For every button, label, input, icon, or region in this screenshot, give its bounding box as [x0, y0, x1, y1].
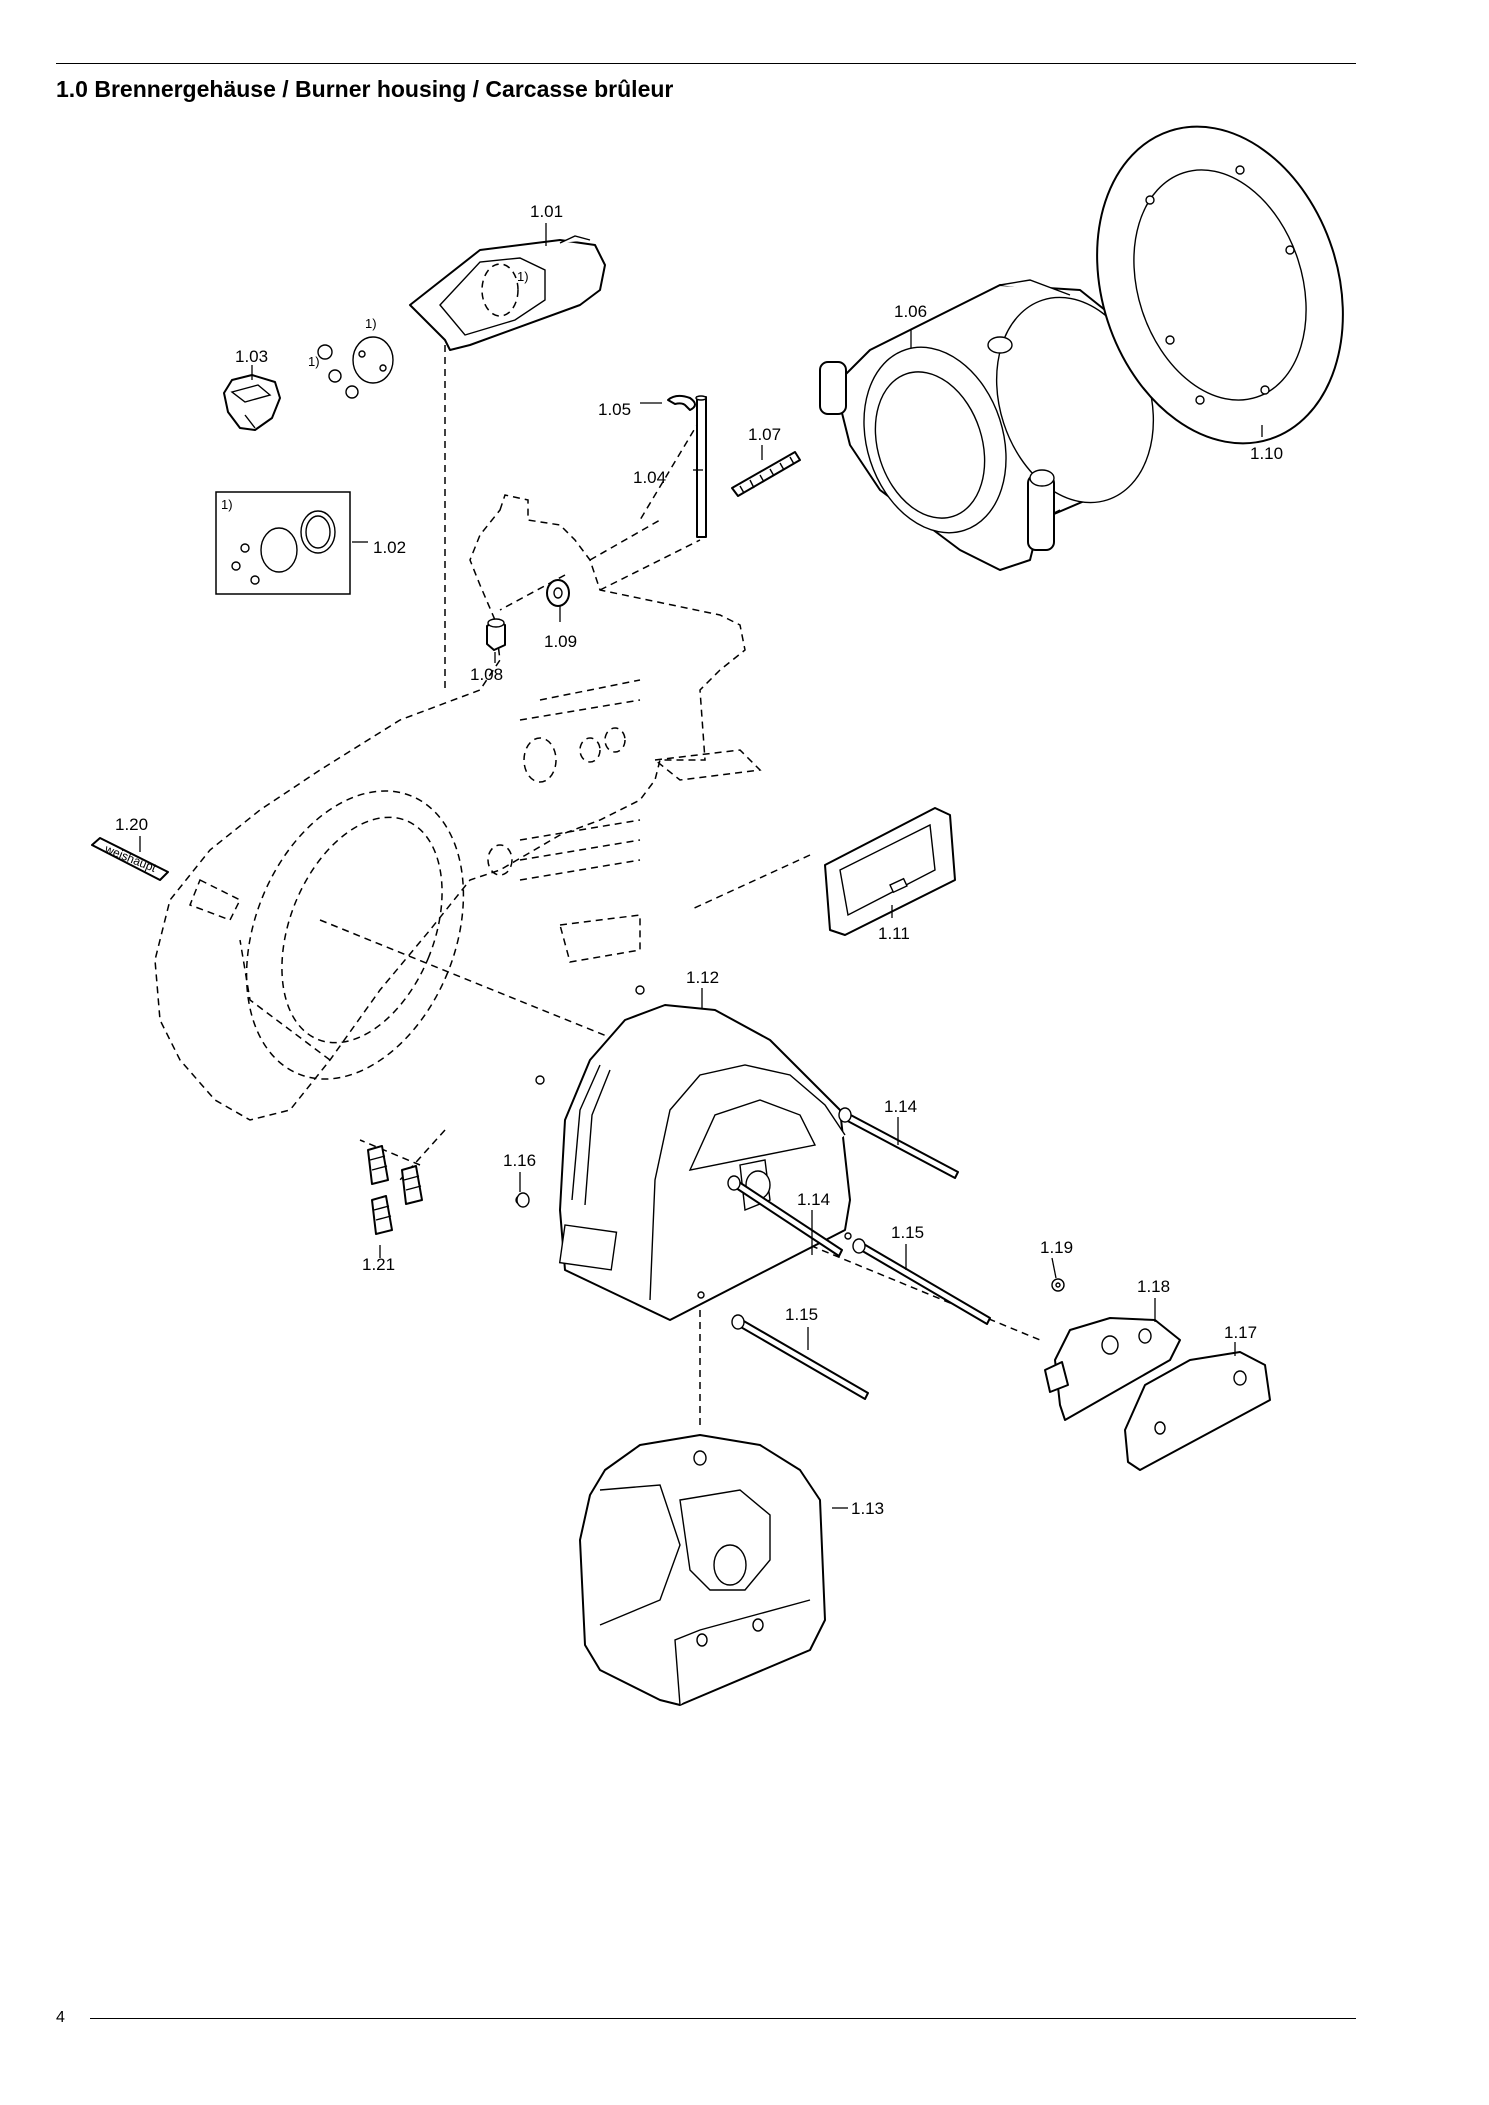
part-1-20-nameplate: weishaupt [91, 837, 169, 881]
part-1-16-screw [516, 1192, 530, 1208]
part-1-21-cable-glands [367, 1145, 423, 1235]
part-1-18-bracket [1044, 1317, 1181, 1421]
part-1-11-cover-plate [824, 807, 956, 936]
label-1-16: 1.16 [503, 1151, 536, 1170]
part-1-05-clip [667, 394, 696, 411]
part-1-01-footnote: 1) [517, 269, 529, 284]
label-1-05: 1.05 [598, 400, 631, 419]
part-1-06-flange-housing [819, 279, 1155, 571]
leader-lines [139, 223, 1263, 1509]
label-1-09: 1.09 [544, 632, 577, 651]
label-1-11: 1.11 [878, 924, 910, 943]
label-1-04: 1.04 [633, 468, 666, 487]
part-1-14-rod-lower [727, 1175, 843, 1257]
label-1-15-lower: 1.15 [785, 1305, 818, 1324]
part-1-19-nut [1051, 1278, 1065, 1292]
label-1-10: 1.10 [1250, 444, 1283, 463]
nameplate-text: weishaupt [102, 841, 159, 875]
part-1-08-plug [486, 618, 506, 651]
part-1-09-washer [546, 579, 570, 607]
page-title: 1.0 Brennergehäuse / Burner housing / Ca… [56, 76, 674, 102]
label-1-12: 1.12 [686, 968, 719, 987]
part-1-04-pin [695, 395, 707, 538]
part-1-10-gasket [1096, 125, 1344, 445]
part-1-12-fan-housing [515, 985, 852, 1321]
part-1-15-rod-upper [852, 1238, 991, 1325]
part-1-14-rod-upper [838, 1107, 959, 1179]
label-1-08: 1.08 [470, 665, 503, 684]
label-1-20: 1.20 [115, 815, 148, 834]
label-1-01: 1.01 [530, 202, 563, 221]
part-1-02-kit: 1) [215, 491, 351, 595]
part-labels: 1.01 1.02 1.03 1.04 1.05 1.06 1.07 1.08 … [115, 202, 1283, 1518]
label-1-14-upper: 1.14 [884, 1097, 917, 1116]
label-1-03: 1.03 [235, 347, 268, 366]
part-1-01-cover: 1) [409, 235, 606, 351]
label-1-19: 1.19 [1040, 1238, 1073, 1257]
label-1-06: 1.06 [894, 302, 927, 321]
label-1-02: 1.02 [373, 538, 406, 557]
label-1-17: 1.17 [1224, 1323, 1257, 1342]
label-1-07: 1.07 [748, 425, 781, 444]
label-1-21: 1.21 [362, 1255, 395, 1274]
part-1-03-cap: 1) 1) [223, 316, 394, 431]
top-rule [56, 63, 1356, 64]
label-1-14-lower: 1.14 [797, 1190, 830, 1209]
page-number: 4 [56, 2009, 65, 2026]
label-1-13: 1.13 [851, 1499, 884, 1518]
part-1-13-sound-cover [579, 1434, 826, 1706]
part-1-15-rod-lower [731, 1314, 869, 1400]
label-1-15-upper: 1.15 [891, 1223, 924, 1242]
bottom-rule [90, 2018, 1356, 2019]
part-1-17-half-disc [1124, 1351, 1271, 1471]
part-1-02-footnote: 1) [221, 497, 233, 512]
part-1-03-footnote-a: 1) [308, 354, 320, 369]
part-1-03-footnote-b: 1) [365, 316, 377, 331]
part-1-07-stud [731, 451, 801, 497]
label-1-18: 1.18 [1137, 1277, 1170, 1296]
